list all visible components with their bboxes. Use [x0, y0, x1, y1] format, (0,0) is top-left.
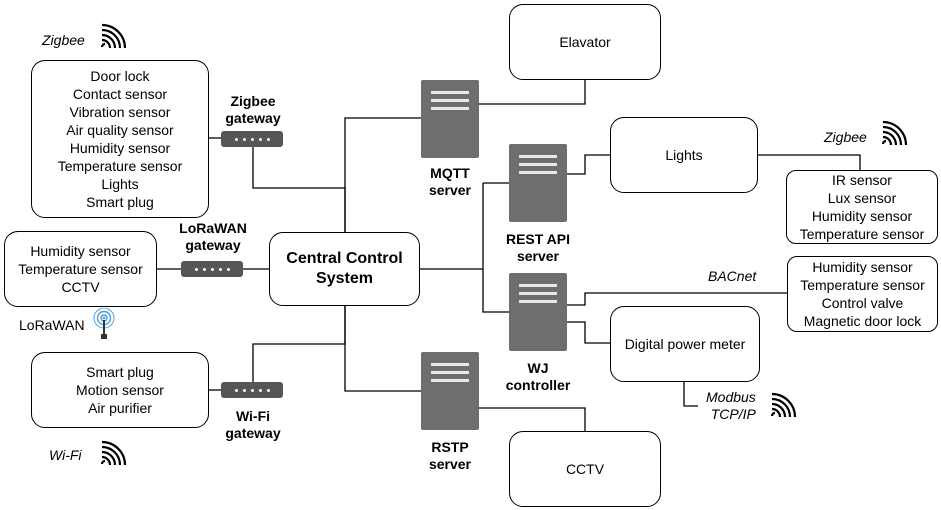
zigbee-protocol-label: Zigbee	[42, 32, 85, 48]
device-label: Humidity sensor	[69, 140, 171, 156]
wifi-gateway-label: Wi-Fi gateway	[225, 408, 281, 441]
lorawan-devices-box: Humidity sensor Temperature sensor CCTV	[4, 231, 157, 307]
device-label: IR sensor	[832, 172, 892, 188]
device-label: Temperature sensor	[57, 158, 183, 174]
device-label: Contact sensor	[72, 86, 168, 102]
device-label: Humidity sensor	[812, 259, 913, 275]
wireless-signal-icon	[100, 440, 127, 466]
zigbee-devices-box: Door lock Contact sensor Vibration senso…	[31, 60, 209, 218]
power-meter-box: Digital power meter	[610, 306, 760, 382]
device-label: Lights	[101, 176, 139, 192]
device-label: Air purifier	[88, 400, 152, 416]
device-label: Temperature sensor	[799, 226, 925, 242]
wifi-devices-box: Smart plug Motion sensor Air purifier	[31, 352, 209, 428]
device-label: Smart plug	[86, 194, 154, 210]
wireless-signal-icon	[100, 23, 127, 49]
lorawan-gateway-label: LoRaWAN gateway	[179, 220, 247, 253]
gateway-icon	[221, 131, 283, 147]
device-label: Temperature sensor	[18, 261, 143, 277]
wireless-signal-icon	[881, 120, 908, 146]
server-icon	[421, 352, 479, 430]
modbus-protocol-label: Modbus TCP/IP	[706, 389, 756, 422]
device-label: Control valve	[821, 295, 904, 311]
mqtt-server-label: MQTT server	[428, 165, 472, 198]
device-label: Motion sensor	[76, 382, 164, 398]
wireless-signal-icon	[770, 392, 797, 418]
device-label: Humidity sensor	[30, 243, 131, 259]
gateway-icon	[181, 261, 243, 277]
lorawan-protocol-label: LoRaWAN	[19, 317, 85, 333]
lights-sensors-box: IR sensor Lux sensor Humidity sensor Tem…	[786, 170, 938, 244]
device-label: CCTV	[61, 279, 100, 295]
device-label: Lux sensor	[827, 190, 897, 206]
device-label: Magnetic door lock	[803, 313, 922, 329]
server-icon	[509, 144, 567, 222]
device-label: Air quality sensor	[66, 122, 174, 138]
rest-api-server-label: REST API server	[505, 231, 571, 264]
device-label: Smart plug	[86, 364, 154, 380]
device-label: Door lock	[90, 68, 150, 84]
server-icon	[509, 273, 567, 351]
rstp-server-label: RSTP server	[428, 439, 472, 472]
elevator-box: Elavator	[509, 4, 661, 80]
gateway-icon	[221, 382, 283, 398]
central-control-system: Central Control System	[269, 232, 420, 306]
server-icon	[421, 80, 479, 158]
wifi-protocol-label: Wi-Fi	[49, 447, 82, 463]
bacnet-protocol-label: BACnet	[708, 268, 757, 284]
cctv-box: CCTV	[509, 431, 661, 507]
zigbee-protocol-label: Zigbee	[824, 129, 867, 145]
bacnet-devices-box: Humidity sensor Temperature sensor Contr…	[787, 256, 938, 332]
device-label: Vibration sensor	[69, 104, 171, 120]
wj-controller-label: WJ controller	[505, 360, 571, 393]
antenna-icon	[93, 308, 115, 339]
zigbee-gateway-label: Zigbee gateway	[225, 93, 281, 126]
lights-box: Lights	[610, 117, 758, 193]
device-label: Temperature sensor	[800, 277, 925, 293]
device-label: Humidity sensor	[811, 208, 913, 224]
